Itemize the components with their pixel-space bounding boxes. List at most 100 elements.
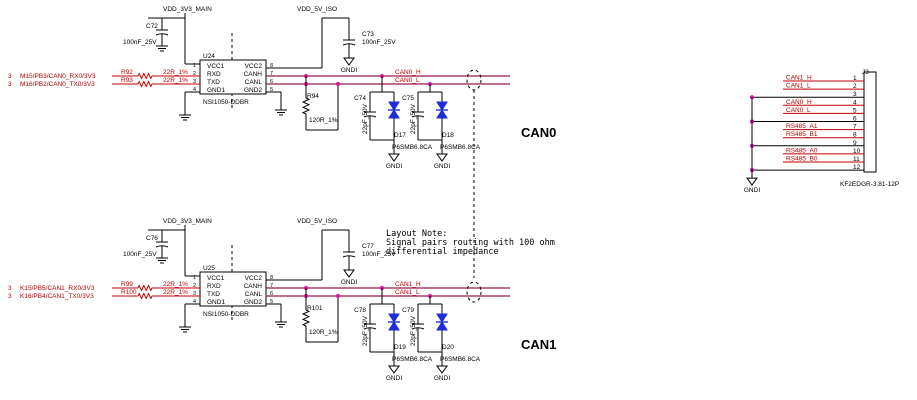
ic-pin-number: 6 xyxy=(270,79,273,85)
connector-ref: J3 xyxy=(862,69,869,76)
ic-pin-name: VCC2 xyxy=(245,63,263,70)
connector-pin-net: CAN0_H xyxy=(786,99,812,106)
vdd-main-label: VDD_3V3_MAIN xyxy=(163,218,212,225)
connector-pin-number: 2 xyxy=(853,83,857,90)
tvs-part: P6SMB6.8CA xyxy=(440,356,481,363)
ground-symbol xyxy=(179,114,191,121)
ic-part: NSI1050-DDBR xyxy=(203,311,249,318)
resistor-value: 22R_1% xyxy=(163,289,188,296)
ic-pin-name: GND2 xyxy=(244,87,262,94)
ic-pin-number: 1 xyxy=(193,275,196,281)
tvs-diode-symbol xyxy=(436,101,448,119)
capacitor-symbol xyxy=(155,230,169,258)
connector-pin-number: 3 xyxy=(853,91,857,98)
ic-pin-name: VCC1 xyxy=(207,275,225,282)
gndi-label: GNDI xyxy=(744,187,760,194)
resistor-value: 22R_1% xyxy=(163,281,188,288)
ic-pin-name: CANL xyxy=(245,79,263,86)
connector-pin-number: 5 xyxy=(853,107,857,114)
ground-symbol xyxy=(156,257,168,264)
capacitor-symbol xyxy=(411,92,425,136)
ic-pin-number: 5 xyxy=(270,299,273,305)
ic-pin-number: 7 xyxy=(270,283,273,289)
termination-value: 120R_1% xyxy=(309,117,338,124)
connector-part: KF2EDGR-3.81-12P xyxy=(840,181,899,188)
connector-pin-number: 6 xyxy=(853,116,857,123)
resistor-ref: R99 xyxy=(121,281,133,288)
ic-ref: U25 xyxy=(203,265,215,272)
vdd-iso-label: VDD_5V_ISO xyxy=(297,218,337,225)
ground-symbol xyxy=(179,326,191,333)
rx-net-label: M15/PB3/CAN0_RX0/3V3 xyxy=(20,73,96,80)
net-h-label: CAN0_H xyxy=(395,69,421,76)
capacitor-symbol xyxy=(342,26,356,58)
resistor-ref: R93 xyxy=(121,77,133,84)
cap-ref: C73 xyxy=(362,31,374,38)
connector-j3: J3KF2EDGR-3.81-12P1CAN1_H2CAN1_L34CAN0_H… xyxy=(744,69,899,194)
tvs-part: P6SMB6.8CA xyxy=(440,144,481,151)
net-l-label: CAN0_L xyxy=(395,77,420,84)
junction-dot xyxy=(335,81,341,87)
capacitor-symbol xyxy=(363,304,377,348)
cap-value: 100nF_25V xyxy=(123,39,157,46)
termination-ref: R94 xyxy=(307,93,319,100)
cap-value: 100nF_25V xyxy=(362,251,396,258)
ic-pin-number: 7 xyxy=(270,71,273,77)
gndi-label: GNDI xyxy=(341,279,357,286)
tvs-ref: D18 xyxy=(442,132,454,139)
ic-pin-name: TXD xyxy=(207,79,220,86)
ic-pin-number: 8 xyxy=(270,275,273,281)
isolated-ground-symbol: GNDI xyxy=(386,153,402,170)
ic-pin-number: 8 xyxy=(270,63,273,69)
section-label: CAN1 xyxy=(521,337,556,352)
isolated-ground-symbol: GNDI xyxy=(744,177,760,194)
ic-pin-name: RXD xyxy=(207,283,221,290)
resistor-ref: R100 xyxy=(121,289,137,296)
ic-pin-name: GND1 xyxy=(207,87,225,94)
ic-pin-number: 4 xyxy=(193,299,196,305)
cap-value: 22pF_50V xyxy=(410,315,417,346)
capacitor-symbol xyxy=(411,304,425,348)
tvs-part: P6SMB6.8CA xyxy=(392,144,433,151)
isolated-ground-symbol: GNDI xyxy=(341,57,357,74)
resistor-ref: R92 xyxy=(121,69,133,76)
connector-pin-net: CAN0_L xyxy=(786,107,811,114)
sheet-number: 3 xyxy=(8,285,12,292)
cap-ref: C76 xyxy=(146,235,158,242)
ic-pin-name: CANH xyxy=(244,283,263,290)
layout-note: Layout Note:Signal pairs routing with 10… xyxy=(386,229,555,257)
resistor-symbol xyxy=(137,292,153,300)
ic-pin-name: CANH xyxy=(244,71,263,78)
tx-net-label: M16/PB2/CAN0_TX0/3V3 xyxy=(20,81,95,88)
junction-dot xyxy=(335,293,341,299)
ic-pin-name: TXD xyxy=(207,291,220,298)
resistor-symbol xyxy=(137,72,153,80)
sheet-number: 3 xyxy=(8,81,12,88)
ic-pin-number: 6 xyxy=(270,291,273,297)
tvs-diode-symbol xyxy=(436,313,448,331)
cap-value: 22pF_50V xyxy=(410,103,417,134)
resistor-symbol xyxy=(137,80,153,88)
ic-pin-name: GND1 xyxy=(207,299,225,306)
sheet-number: 3 xyxy=(8,293,12,300)
connector-pin: 12 xyxy=(749,164,864,173)
gndi-label: GNDI xyxy=(386,375,402,382)
isolated-ground-symbol: GNDI xyxy=(341,269,357,286)
ic-pin-name: VCC2 xyxy=(245,275,263,282)
net-h-label: CAN1_H xyxy=(395,281,421,288)
connector-pin-number: 4 xyxy=(853,99,857,106)
cap-ref: C75 xyxy=(402,95,414,102)
tx-net-label: K16/PB4/CAN1_TX0/3V3 xyxy=(20,293,94,300)
ic-pin-name: GND2 xyxy=(244,299,262,306)
ic-pin-number: 1 xyxy=(193,63,196,69)
ic-pin-number: 3 xyxy=(193,79,196,85)
tvs-ref: D19 xyxy=(394,344,406,351)
ic-ref: U24 xyxy=(203,53,215,60)
cap-ref: C79 xyxy=(402,307,414,314)
